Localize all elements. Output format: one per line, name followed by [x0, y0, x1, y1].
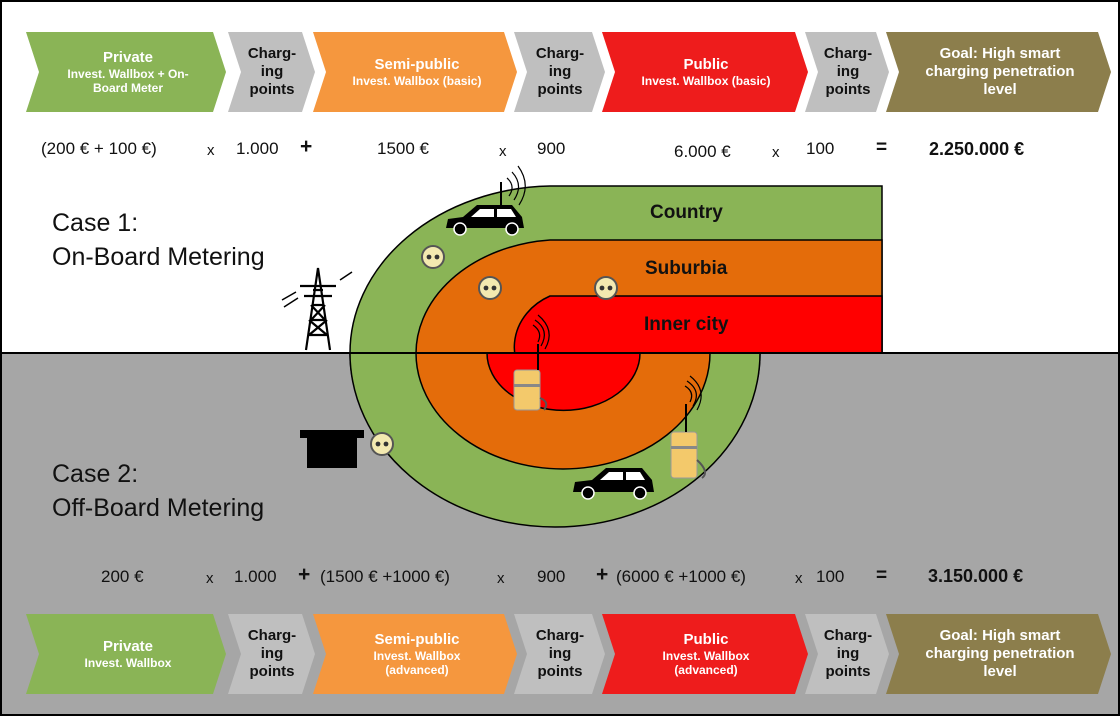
- bottom-public-chevron: [602, 614, 808, 694]
- top-formula-count-2: 900: [537, 139, 566, 158]
- bottom-points-chevron-3: [805, 614, 889, 694]
- bottom-formula-count-2: 900: [537, 567, 566, 586]
- bottom-formula-count-3: 100: [816, 567, 845, 586]
- bottom-private-label: Private Invest. Wallbox: [40, 618, 216, 690]
- charging-station-outer: [670, 375, 707, 479]
- top-semi-sub: Invest. Wallbox (basic): [352, 73, 482, 88]
- top-points-text-3: Charg- ing points: [823, 45, 873, 98]
- bottom-points-chevron-1: [228, 614, 315, 694]
- bottom-private-title: Private: [102, 637, 154, 655]
- case1-line2: On-Board Metering: [52, 242, 265, 271]
- bottom-public-label: Public Invest. Wallbox (advanced): [614, 618, 798, 690]
- bottom-formula-private-cost: 200 €: [101, 567, 144, 586]
- bottom-formula-semi-cost: (1500 € +1000 €): [320, 567, 450, 586]
- bottom-points-text-3: Charg- ing points: [823, 627, 873, 680]
- top-formula-total: 2.250.000 €: [929, 139, 1025, 159]
- top-formula-private-cost: (200 € + 100 €): [41, 139, 157, 158]
- bottom-points-label-3: Charg- ing points: [817, 618, 879, 690]
- bottom-semi-title: Semi-public: [374, 630, 460, 648]
- top-points-chevron-3: [805, 32, 889, 112]
- case2-label: Case 2: Off-Board Metering: [52, 458, 264, 526]
- bottom-goal-chevron: [886, 614, 1111, 694]
- car-icon-top: [446, 165, 526, 236]
- ring-country-label: Country: [650, 202, 723, 223]
- case2-line1: Case 2:: [52, 460, 139, 488]
- top-points-label-1: Charg- ing points: [240, 36, 304, 108]
- top-formula-semi-cost: 1500 €: [377, 139, 429, 158]
- ring-inner-city-label: Inner city: [644, 314, 729, 335]
- top-private-title: Private: [102, 48, 154, 66]
- top-public-sub: Invest. Wallbox (basic): [641, 73, 771, 88]
- top-private-sub: Invest. Wallbox + On-Board Meter: [67, 66, 189, 95]
- top-formula-public-cost: 6.000 €: [674, 142, 731, 161]
- case1-line1: Case 1:: [52, 209, 139, 237]
- top-points-text-2: Charg- ing points: [535, 45, 585, 98]
- top-points-label-2: Charg- ing points: [526, 36, 594, 108]
- socket-icon: [370, 432, 394, 456]
- bottom-points-label-2: Charg- ing points: [526, 618, 594, 690]
- bottom-semi-chevron: [313, 614, 517, 694]
- top-formula-plus-1: +: [300, 135, 313, 158]
- case2-line2: Off-Board Metering: [52, 493, 265, 522]
- bottom-public-sub: Invest. Wallbox (advanced): [662, 648, 750, 677]
- top-formula-times-1: x: [207, 142, 215, 159]
- socket-icon: [478, 276, 502, 300]
- bottom-chevron-band: [26, 614, 1111, 694]
- top-semi-title: Semi-public: [374, 55, 460, 73]
- bottom-formula-count-1: 1.000: [234, 567, 277, 586]
- bottom-formula-times-3: x: [795, 570, 803, 587]
- top-public-chevron: [602, 32, 808, 112]
- top-private-chevron: [26, 32, 226, 112]
- bottom-formula-equals: =: [876, 565, 888, 586]
- top-formula-count-1: 1.000: [236, 139, 279, 158]
- top-public-label: Public Invest. Wallbox (basic): [614, 36, 798, 108]
- top-points-label-3: Charg- ing points: [817, 36, 879, 108]
- top-semi-chevron: [313, 32, 517, 112]
- wallbox-icon: [300, 430, 364, 468]
- power-pylon-icon: [281, 267, 353, 351]
- top-goal-chevron: [886, 32, 1111, 112]
- case1-label: Case 1: On-Board Metering: [52, 207, 265, 275]
- bottom-formula-plus-1: +: [298, 563, 311, 586]
- top-points-chevron-1: [228, 32, 315, 112]
- top-private-label: Private Invest. Wallbox + On-Board Meter: [40, 36, 216, 108]
- car-icon-bottom: [573, 468, 654, 500]
- top-semi-label: Semi-public Invest. Wallbox (basic): [326, 36, 508, 108]
- top-chevron-band: [26, 32, 1111, 112]
- top-formula-times-3: x: [772, 144, 780, 161]
- bottom-goal-label: Goal: High smart charging penetration le…: [898, 618, 1102, 690]
- top-points-text-1: Charg- ing points: [247, 45, 297, 98]
- bottom-goal-title: Goal: High smart charging penetration le…: [925, 627, 1075, 680]
- bottom-semi-label: Semi-public Invest. Wallbox (advanced): [326, 618, 508, 690]
- bottom-points-text-2: Charg- ing points: [535, 627, 585, 680]
- top-goal-label: Goal: High smart charging penetration le…: [898, 36, 1102, 108]
- ring-suburbia-label: Suburbia: [645, 258, 728, 279]
- bottom-semi-sub: Invest. Wallbox (advanced): [373, 648, 461, 677]
- bottom-public-title: Public: [683, 630, 729, 648]
- socket-icon: [421, 245, 445, 269]
- bottom-points-chevron-2: [514, 614, 605, 694]
- bottom-points-label-1: Charg- ing points: [240, 618, 304, 690]
- top-formula-equals: =: [876, 137, 888, 158]
- bottom-formula-public-cost: (6000 € +1000 €): [616, 567, 746, 586]
- top-formula-count-3: 100: [806, 139, 835, 158]
- bottom-formula-total: 3.150.000 €: [928, 566, 1024, 586]
- bottom-formula-times-1: x: [206, 570, 214, 587]
- socket-icons: [370, 245, 618, 456]
- socket-icon: [594, 276, 618, 300]
- top-points-chevron-2: [514, 32, 605, 112]
- bottom-points-text-1: Charg- ing points: [247, 627, 297, 680]
- bottom-private-chevron: [26, 614, 226, 694]
- top-formula-times-2: x: [499, 143, 507, 160]
- bottom-private-sub: Invest. Wallbox: [84, 655, 172, 670]
- bottom-formula-plus-2: +: [596, 563, 609, 586]
- bottom-formula-times-2: x: [497, 570, 505, 587]
- top-public-title: Public: [683, 55, 729, 73]
- top-goal-title: Goal: High smart charging penetration le…: [925, 45, 1075, 98]
- charging-station-inner: [513, 314, 550, 411]
